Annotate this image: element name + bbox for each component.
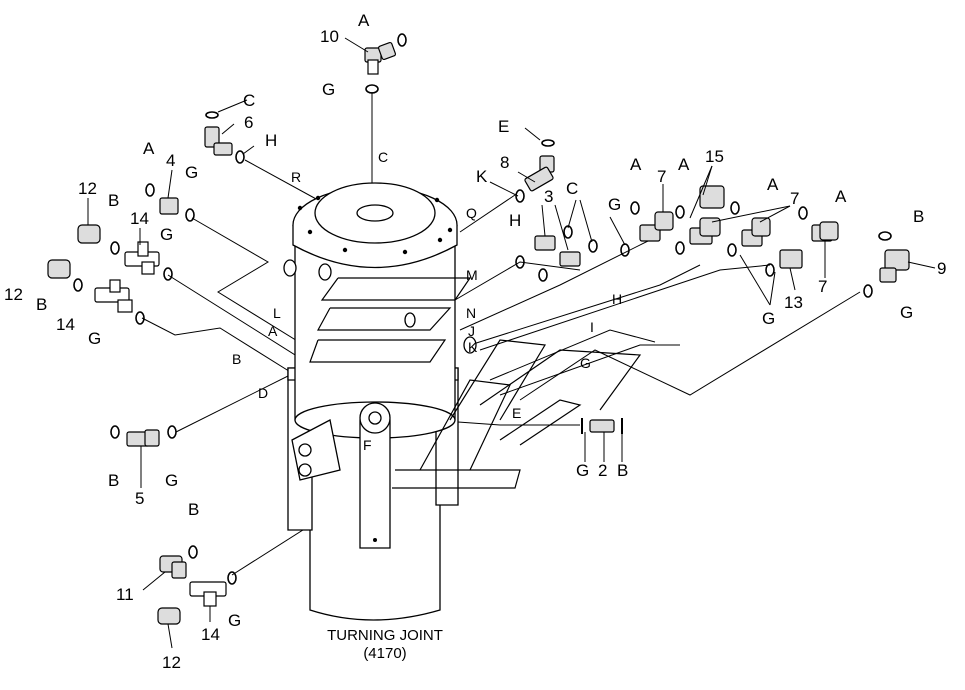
seal-G-9: G [900,303,913,322]
seal-letter-labels: A G C H A G B G B G E K C H G A A A A B … [36,11,924,630]
callout-7-b: 7 [790,189,799,208]
turning-joint-body [283,182,477,621]
seal-G-14b: G [88,329,101,348]
route-G: G [580,355,591,371]
callout-2: 2 [598,461,607,480]
callout-10: 10 [320,27,339,46]
seal-C-3: C [566,179,578,198]
callout-15: 15 [705,147,724,166]
seal-G-13: G [762,309,775,328]
seal-E-8: E [498,117,509,136]
callout-11: 11 [116,585,134,604]
route-M: M [466,267,478,283]
callout-3: 3 [544,187,553,206]
seal-G-2: G [576,461,589,480]
fitting-14-tee-lower [94,279,145,325]
route-K: K [468,339,478,355]
fitting-12-cap-lower [47,259,83,292]
route-J: J [468,323,475,339]
part-number-labels: 10 6 4 12 14 12 14 8 3 7 15 7 7 13 9 5 1… [4,27,946,672]
callout-12-upper: 12 [78,179,97,198]
fitting-2-union [581,418,623,434]
route-I: I [590,319,594,335]
seal-A-7a: A [630,155,642,174]
callout-12-lower: 12 [4,285,23,304]
route-B: B [232,351,241,367]
fitting-14-tee-bottom [189,571,237,607]
seal-G-14: G [160,225,173,244]
route-H: H [612,291,622,307]
fitting-10-elbow [364,33,407,94]
route-N: N [466,305,476,321]
seal-G-11: G [228,611,241,630]
seal-A-4: A [143,139,155,158]
seal-B-2: B [617,461,628,480]
routing-cage [309,277,642,489]
fitting-4-connector [145,183,195,222]
callout-13: 13 [784,293,803,312]
fitting-13-connector [765,249,803,277]
seal-B-12: B [108,191,119,210]
seal-B-11: B [188,500,199,519]
callout-5: 5 [135,489,144,508]
seal-B-5: B [108,471,119,490]
callout-7-c: 7 [818,277,827,296]
flange-bolts [297,195,453,255]
callout-8: 8 [500,153,509,172]
callout-14-bottom: 14 [201,625,220,644]
route-L: L [273,305,281,321]
route-R: R [291,169,301,185]
fitting-15-adapter [699,185,725,209]
route-F: F [363,437,372,453]
caption-title: TURNING JOINT [327,627,443,644]
callout-leaders [87,37,936,649]
route-A: A [268,323,278,339]
seal-G-4: G [185,163,198,182]
fitting-6-elbow [204,111,245,164]
seal-B-9: B [913,207,924,226]
route-D: D [258,385,268,401]
fitting-7-elbows [620,201,839,257]
seal-A-top: A [358,11,370,30]
fitting-3-connectors [515,225,598,282]
seal-G-3: G [608,195,621,214]
caption-code: (4170) [363,645,406,662]
fitting-14-tee-upper [124,241,173,281]
seal-G-5: G [165,471,178,490]
seal-H-top: H [265,131,277,150]
seal-A-15: A [767,175,779,194]
callout-12-bottom: 12 [162,653,181,672]
seal-A-7c: A [835,187,847,206]
callout-14-lower: 14 [56,315,75,334]
fitting-8-elbow [515,139,555,203]
fitting-12-cap-upper [77,224,120,255]
fitting-5-elbow [110,425,177,447]
seal-B-12b: B [36,295,47,314]
seal-G-top: G [322,80,335,99]
route-Q: Q [466,205,477,221]
callout-7-a: 7 [657,167,666,186]
callout-9: 9 [937,259,946,278]
fitting-9-elbow [863,231,910,298]
seal-K-8: K [476,167,488,186]
fitting-11-elbow [159,545,198,579]
route-letter-labels: C R Q M L A N J K B D F H I G E [232,149,622,453]
route-E: E [512,405,521,421]
callout-6: 6 [244,113,253,132]
route-C: C [378,149,388,165]
fitting-12-cap-bottom [157,607,181,625]
seal-C-top: C [243,91,255,110]
callout-14-upper: 14 [130,209,149,228]
seal-A-7b: A [678,155,690,174]
callout-4: 4 [166,151,175,170]
seal-H-3: H [509,211,521,230]
